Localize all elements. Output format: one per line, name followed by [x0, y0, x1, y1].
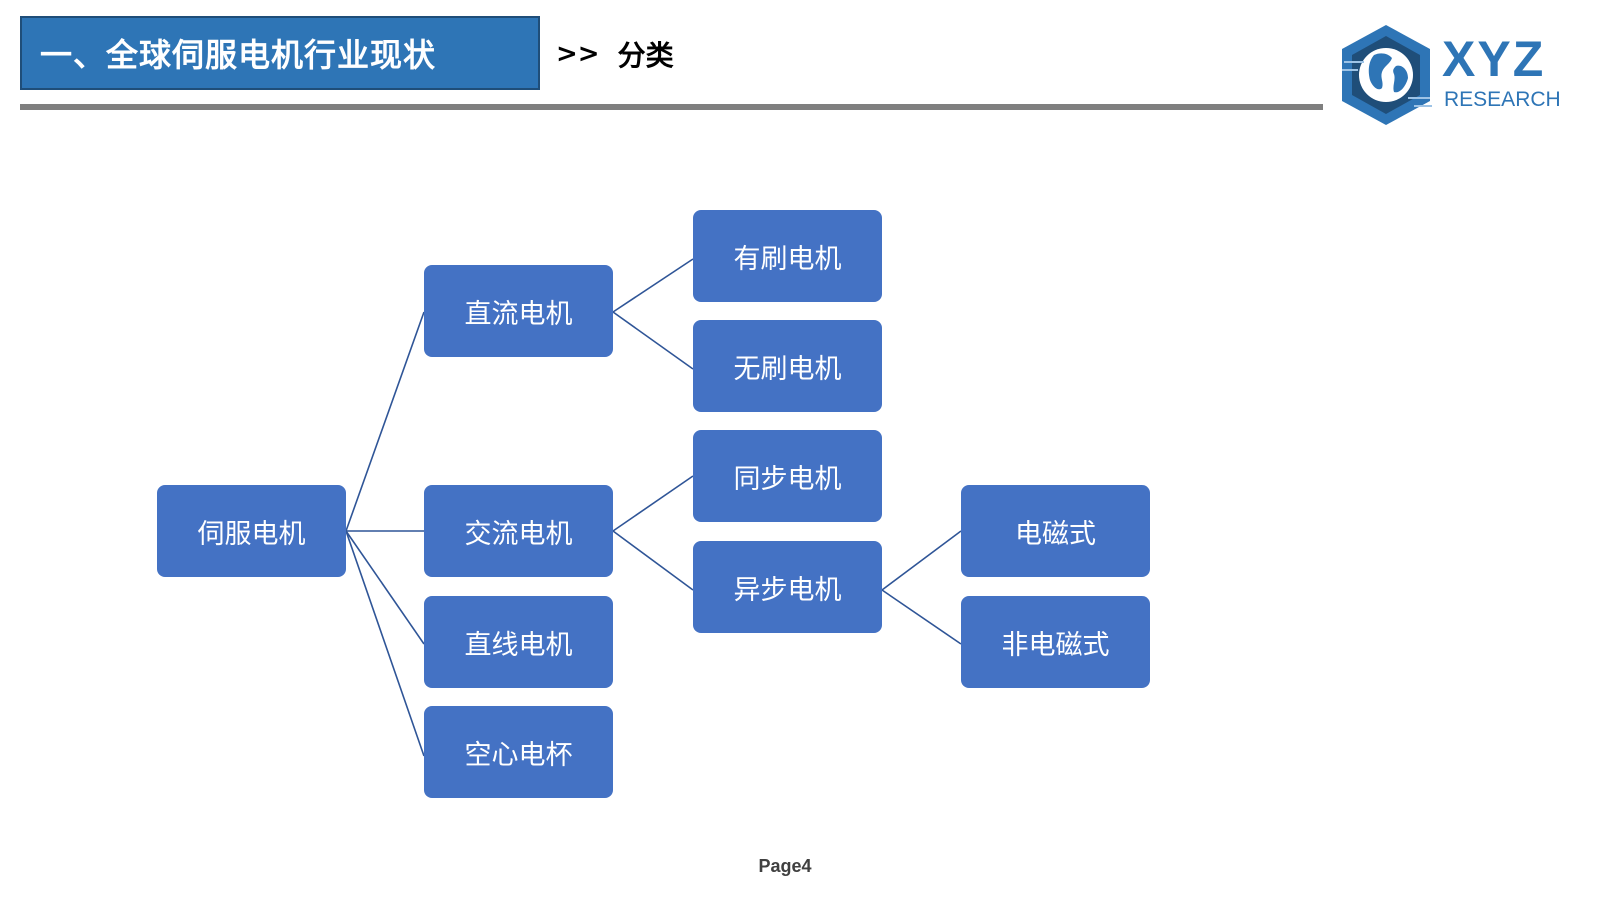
node-linear-motor: 直线电机: [424, 596, 613, 688]
connector-async-nonem: [881, 589, 962, 645]
globe-hexagon-icon: [1342, 25, 1432, 125]
breadcrumb-arrow: >>: [556, 39, 600, 69]
breadcrumb: >> 分类: [556, 34, 674, 74]
connector-dc-brushless: [612, 311, 694, 370]
logo-subtitle: RESEARCH: [1444, 88, 1561, 111]
page-number: Page4: [758, 856, 812, 876]
section-title: 一、全球伺服电机行业现状: [40, 36, 437, 74]
node-brushed-motor: 有刷电机: [693, 210, 882, 302]
company-logo: XYZ RESEARCH: [1338, 22, 1561, 130]
logo-wordmark: XYZ: [1442, 31, 1546, 87]
connector-async-em: [881, 530, 962, 591]
node-servo-motor: 伺服电机: [157, 485, 346, 577]
node-synchronous-motor: 同步电机: [693, 430, 882, 522]
node-ac-motor: 交流电机: [424, 485, 613, 577]
node-asynchronous-motor: 异步电机: [693, 541, 882, 633]
node-electromagnetic: 电磁式: [961, 485, 1150, 577]
connector-ac-async: [612, 530, 694, 591]
node-brushless-motor: 无刷电机: [693, 320, 882, 412]
connector-ac-sync: [612, 475, 694, 532]
header-divider: [20, 104, 1323, 110]
breadcrumb-label: 分类: [617, 39, 674, 72]
node-non-electromagnetic: 非电磁式: [961, 596, 1150, 688]
connector-dc-brushed: [612, 258, 694, 313]
section-title-bar: 一、全球伺服电机行业现状: [20, 16, 540, 90]
connector-root-coreless: [345, 530, 425, 757]
node-dc-motor: 直流电机: [424, 265, 613, 357]
connector-root-linear: [345, 530, 425, 645]
node-coreless-motor: 空心电杯: [424, 706, 613, 798]
connector-root-dc: [345, 311, 425, 532]
